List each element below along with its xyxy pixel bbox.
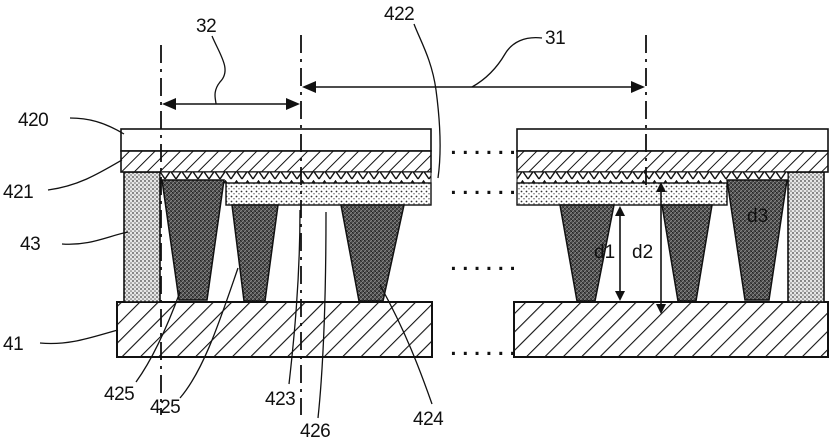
leader-32 — [212, 36, 225, 104]
arrowhead-32-left — [162, 98, 176, 110]
spacer-wall-right — [788, 172, 824, 302]
spacer-wall-left — [124, 172, 160, 302]
dotted-layer-423-right — [517, 183, 727, 205]
top-plate-420-left — [121, 129, 431, 151]
ellipsis-row-2: ...... — [448, 178, 519, 199]
label-420: 420 — [18, 110, 48, 131]
leader-421 — [48, 160, 122, 190]
arrowhead-32-right — [286, 98, 300, 110]
leader-41 — [40, 330, 118, 344]
label-d1: d1 — [594, 242, 615, 263]
arrowhead-d1-bottom — [615, 291, 625, 301]
label-41: 41 — [3, 334, 23, 355]
label-422: 422 — [384, 4, 414, 25]
arrowhead-31-left — [302, 81, 316, 93]
pillar-425-middle — [232, 205, 278, 301]
pillar-right-3 — [727, 180, 787, 300]
label-43: 43 — [20, 234, 40, 255]
pillar-424 — [341, 205, 404, 301]
label-32: 32 — [196, 16, 216, 37]
arrowhead-31-right — [631, 81, 645, 93]
label-424: 424 — [413, 409, 444, 430]
label-31: 31 — [545, 28, 565, 49]
dotted-layer-423-left — [226, 183, 431, 205]
ellipsis-row-4: ...... — [448, 339, 519, 360]
pillar-right-2 — [662, 205, 712, 301]
leader-43 — [62, 232, 128, 244]
electrode-421-left — [121, 151, 431, 172]
label-425-b: 425 — [150, 397, 180, 418]
arrowhead-d1-top — [615, 206, 625, 216]
leader-420 — [70, 118, 124, 134]
label-423: 423 — [265, 389, 295, 410]
label-421: 421 — [3, 182, 33, 203]
bottom-substrate-right — [514, 302, 828, 357]
pillar-425-left — [162, 180, 224, 300]
label-d3: d3 — [747, 206, 768, 227]
electrode-421-right — [517, 151, 828, 172]
leader-31 — [472, 38, 542, 87]
label-d2: d2 — [632, 242, 653, 263]
label-426: 426 — [300, 421, 330, 441]
top-plate-420-right — [517, 129, 828, 151]
ellipsis-row-1: ...... — [448, 138, 519, 159]
label-425-a: 425 — [104, 384, 134, 405]
ellipsis-row-3: ...... — [448, 254, 519, 275]
